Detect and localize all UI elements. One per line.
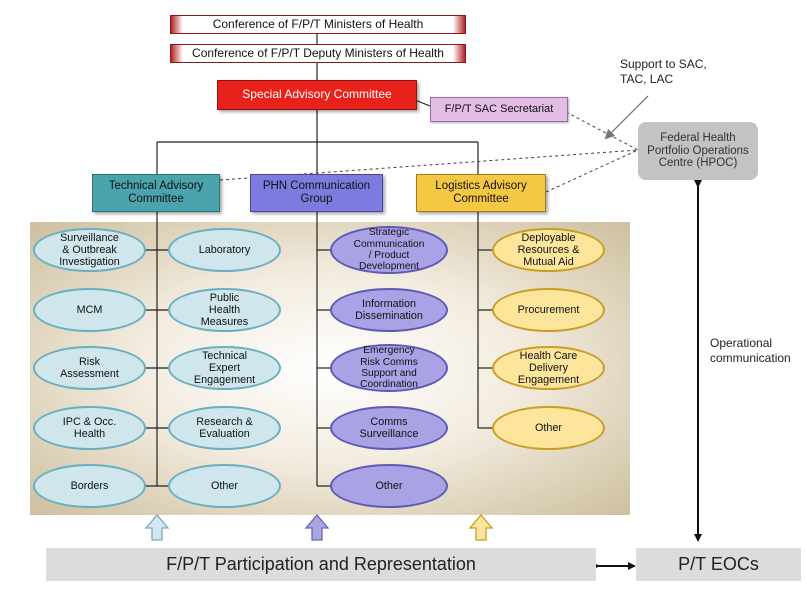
lac-item-procurement: Procurement — [492, 288, 605, 332]
tac-item-risk-assessment: Risk Assessment — [33, 346, 146, 390]
support-note: Support to SAC, TAC, LAC — [620, 57, 707, 86]
phn-up-arrow — [304, 513, 330, 541]
phn-item-other: Other — [330, 464, 448, 508]
logistics-advisory-committee-box: Logistics Advisory Committee — [416, 174, 546, 212]
technical-advisory-committee-box: Technical Advisory Committee — [92, 174, 220, 212]
lac-item-deployable-resources: Deployable Resources & Mutual Aid — [492, 228, 605, 272]
ministers-conference-box: Conference of F/P/T Ministers of Health — [170, 15, 466, 34]
tac-item-laboratory: Laboratory — [168, 228, 281, 272]
special-advisory-committee-box: Special Advisory Committee — [217, 80, 417, 110]
deputy-ministers-conference-box: Conference of F/P/T Deputy Ministers of … — [170, 44, 466, 63]
tac-item-mcm: MCM — [33, 288, 146, 332]
tac-item-surveillance: Surveillance & Outbreak Investigation — [33, 228, 146, 272]
tac-item-research-evaluation: Research & Evaluation — [168, 406, 281, 450]
tac-item-public-health-measures: Public Health Measures — [168, 288, 281, 332]
tac-item-ipc: IPC & Occ. Health — [33, 406, 146, 450]
participation-bar: F/P/T Participation and Representation — [46, 548, 596, 581]
lac-item-health-care-delivery: Health Care Delivery Engagement — [492, 346, 605, 390]
pt-eocs-bar: P/T EOCs — [636, 548, 801, 581]
phn-item-comms-surveillance: Comms Surveillance — [330, 406, 448, 450]
phn-item-strategic-communication: Strategic Communication / Product Develo… — [330, 226, 448, 274]
tac-item-technical-expert-engagement: Technical Expert Engagement — [168, 346, 281, 390]
lac-up-arrow — [468, 513, 494, 541]
phn-communication-group-box: PHN Communication Group — [250, 174, 383, 212]
tac-item-borders: Borders — [33, 464, 146, 508]
phn-item-emergency-risk-comms: Emergency Risk Comms Support and Coordin… — [330, 344, 448, 392]
tac-item-other: Other — [168, 464, 281, 508]
sac-secretariat-box: F/P/T SAC Secretariat — [430, 97, 568, 122]
phn-item-information-dissemination: Information Dissemination — [330, 288, 448, 332]
lac-item-other: Other — [492, 406, 605, 450]
operational-communication-label: Operational communication — [710, 336, 791, 365]
tac-up-arrow — [144, 513, 170, 541]
hpoc-box: Federal Health Portfolio Operations Cent… — [638, 122, 758, 180]
